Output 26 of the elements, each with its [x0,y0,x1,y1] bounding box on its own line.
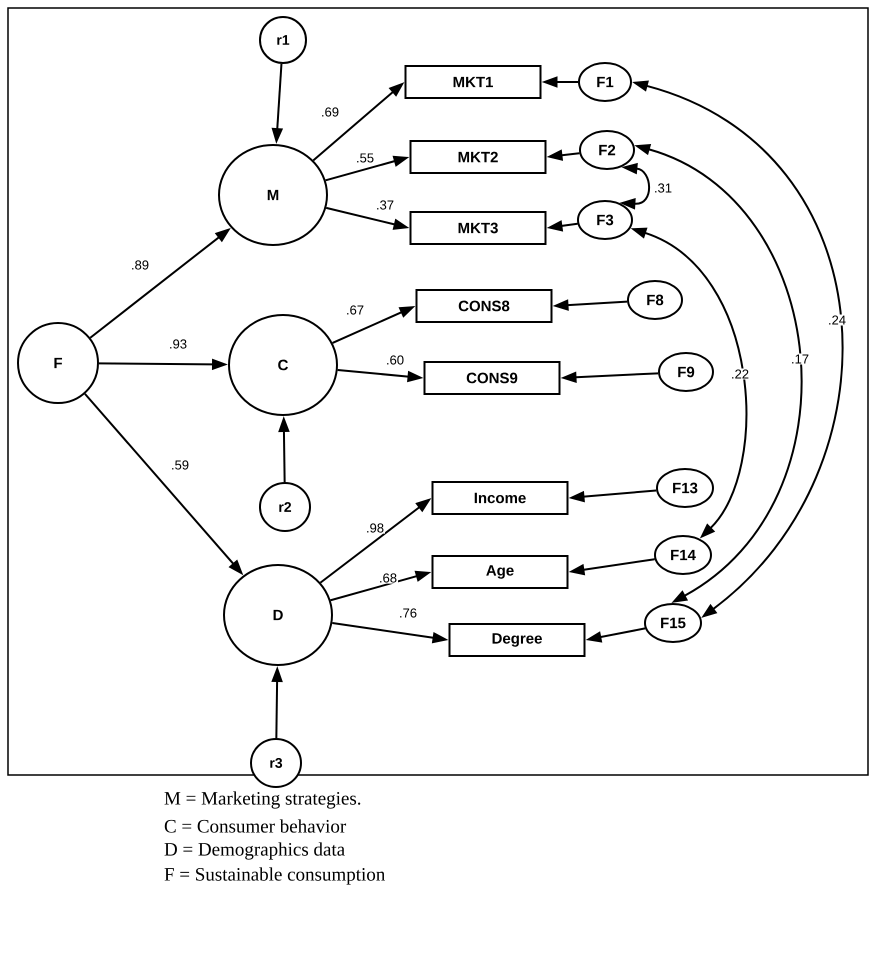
indicator-box: CONS8 [416,289,552,323]
edge-label: .67 [344,304,366,316]
indicator-box: Degree [448,623,586,657]
edge-label: .60 [384,354,406,366]
edge-label: .68 [378,572,398,584]
key-text: C = Consumer behavior [164,819,346,833]
indicator-box: MKT2 [410,140,546,174]
key-text: D = Demographics data [164,842,345,860]
indicator-box: CONS9 [424,361,560,395]
edge-label: .55 [354,152,376,164]
edge-label: .69 [320,106,340,118]
edge-label: .31 [652,182,674,194]
edge-label: .98 [364,522,386,534]
indicator-box: MKT1 [404,65,542,99]
indicator-box: Age [432,555,568,589]
indicator-box: Income [432,481,568,515]
edge-label: .59 [170,459,190,471]
edge-label: .76 [398,607,418,619]
indicator-box: MKT3 [410,211,546,245]
edge-label: .24 [826,314,848,326]
edge-label: .37 [374,199,396,211]
edge-label: .17 [790,354,810,364]
key-text: F = Sustainable consumption [164,867,386,885]
edge-label: .93 [168,338,188,350]
edge-label: .22 [730,368,750,380]
edge-label: .89 [130,259,150,271]
